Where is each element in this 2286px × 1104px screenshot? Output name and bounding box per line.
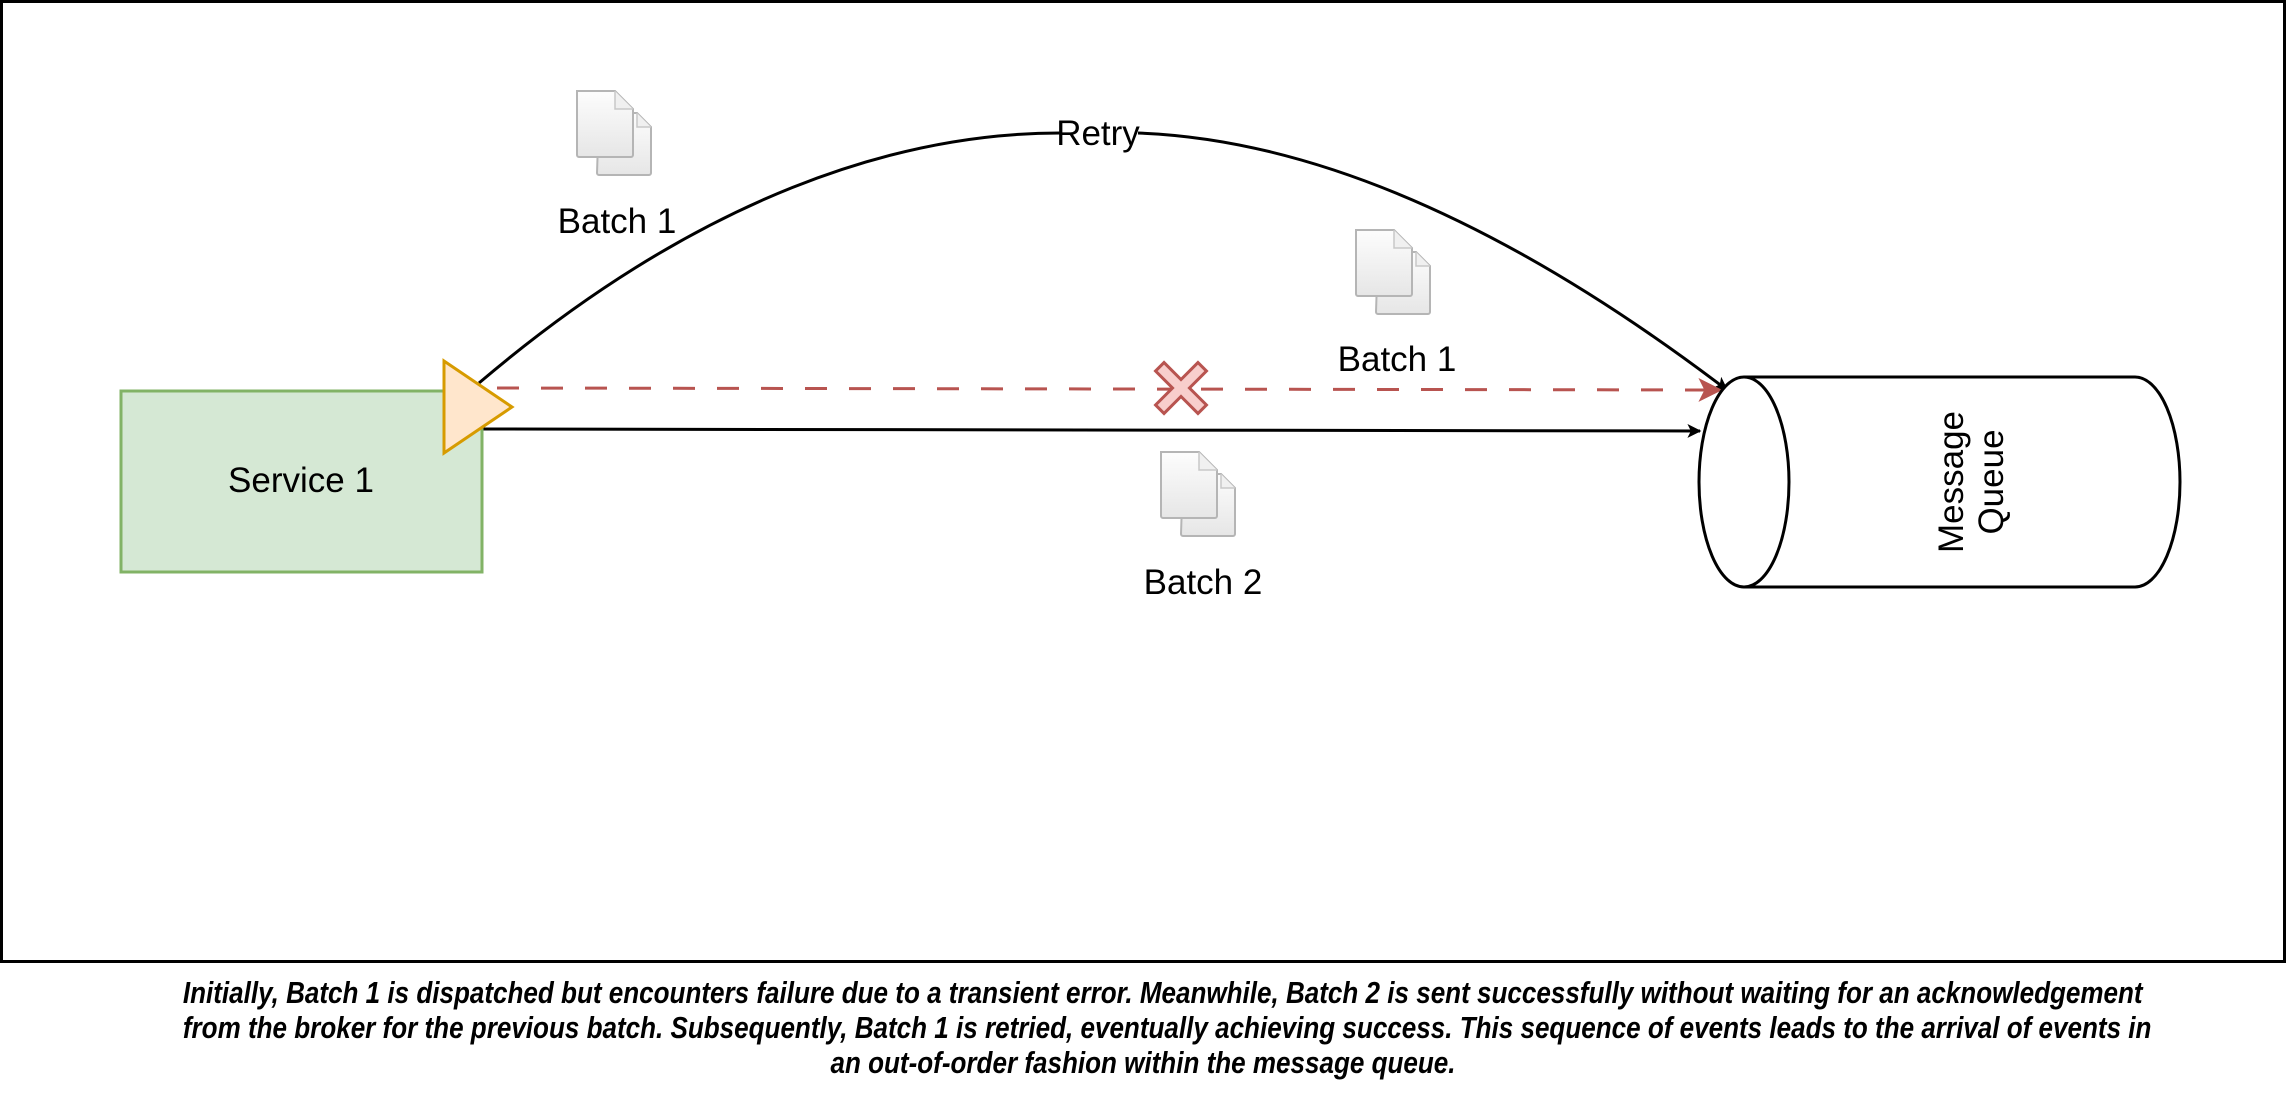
caption-line: an out-of-order fashion within the messa… <box>830 1045 1456 1080</box>
success-arrow <box>481 423 1702 438</box>
batch-label: Batch 1 <box>1338 340 1457 379</box>
caption-line: from the broker for the previous batch. … <box>182 1010 2152 1045</box>
failure-x-icon <box>1153 360 1209 416</box>
retry-arrow <box>478 131 1727 390</box>
service-label: Service 1 <box>228 461 374 500</box>
retry-label: Retry <box>1056 114 1140 153</box>
queue-label-line2: Queue <box>1972 429 2011 534</box>
figure-caption: Initially, Batch 1 is dispatched but enc… <box>0 975 2286 1080</box>
failed-arrow <box>496 377 1723 402</box>
caption-line: Initially, Batch 1 is dispatched but enc… <box>182 975 2143 1010</box>
batch-label: Batch 1 <box>558 202 677 241</box>
queue-label-line1: Message <box>1932 411 1971 553</box>
service-box[interactable] <box>119 389 484 574</box>
batch-label: Batch 2 <box>1144 563 1263 602</box>
trigger-triangle-icon <box>442 358 515 456</box>
message-queue-cylinder[interactable] <box>1697 375 2182 589</box>
